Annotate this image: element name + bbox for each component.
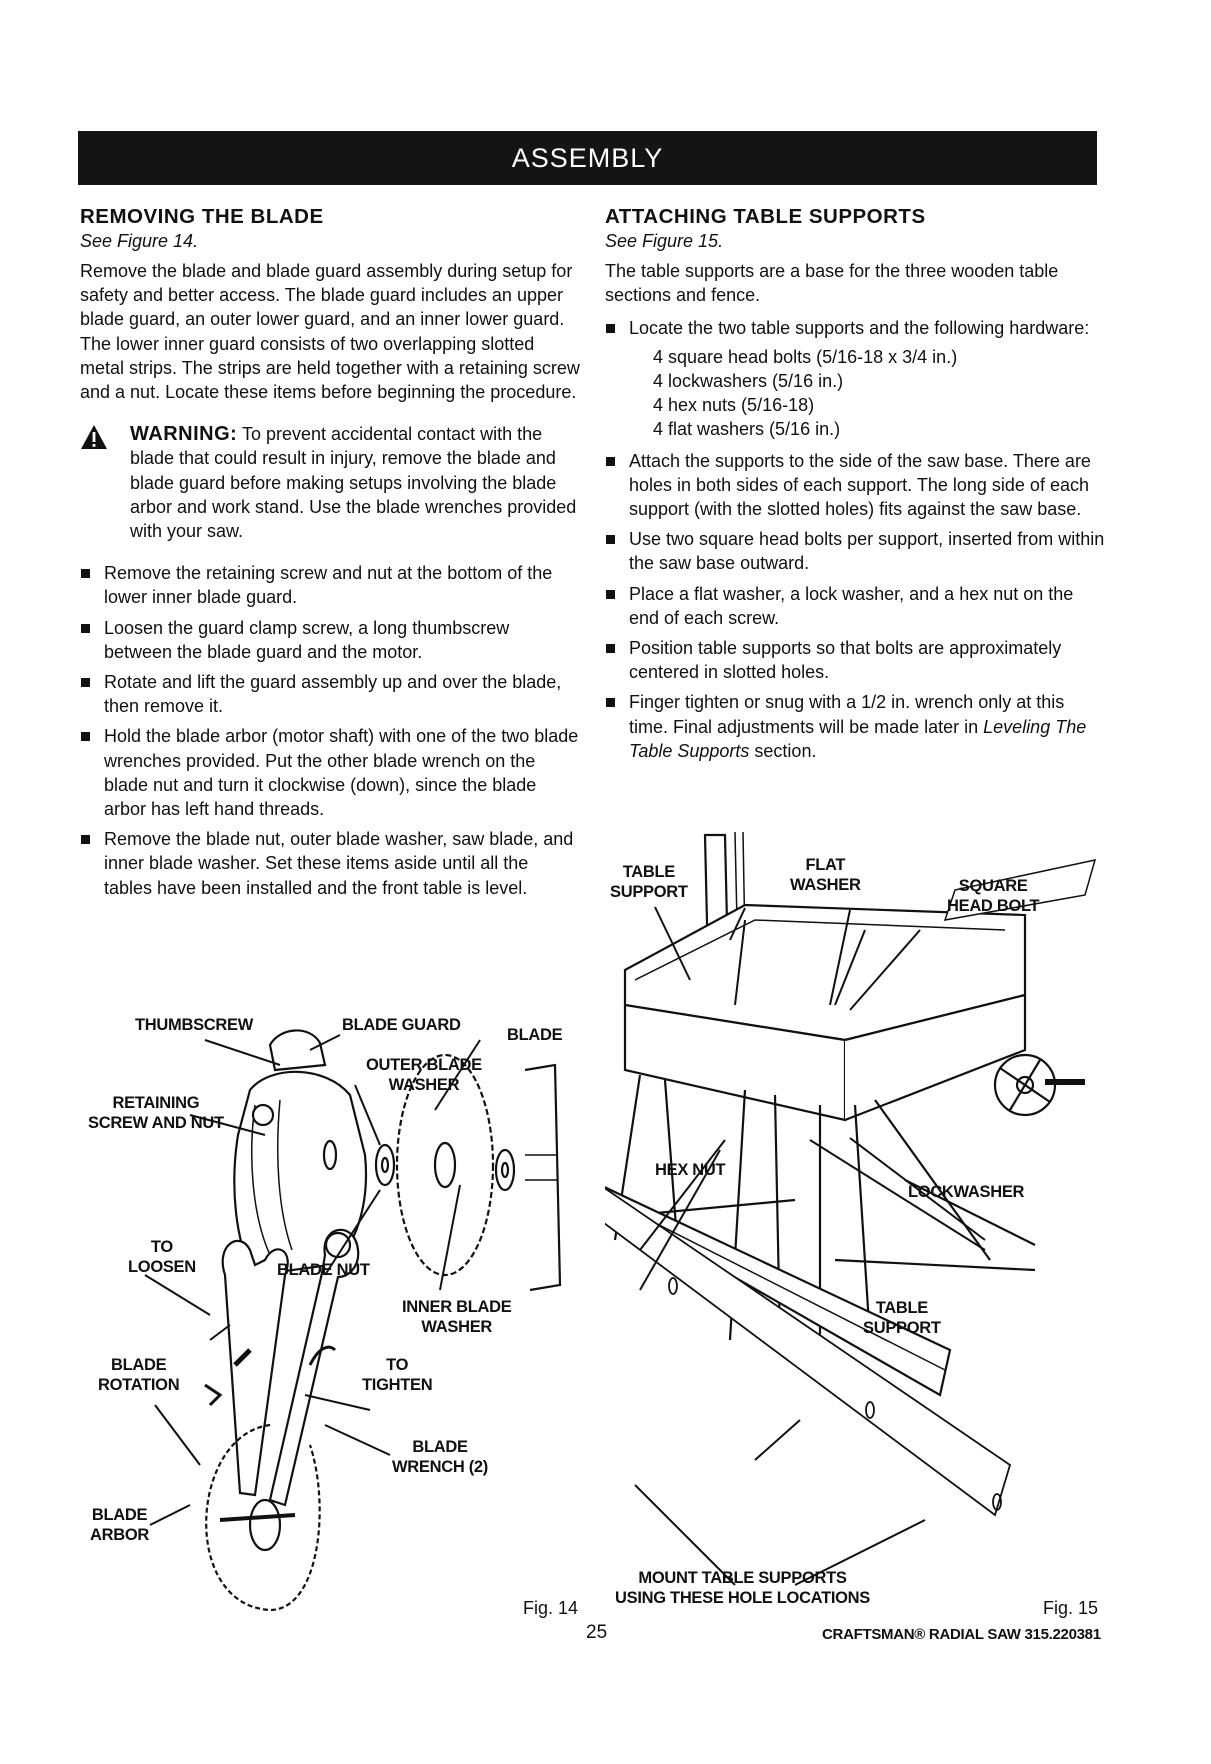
- warning-label: WARNING:: [130, 423, 238, 446]
- bullet-icon: [81, 678, 90, 688]
- callout-blade: BLADE: [507, 1026, 563, 1044]
- list-item: Rotate and lift the guard assembly up an…: [80, 670, 580, 718]
- warning-box: WARNING: To prevent accidental contact w…: [80, 422, 580, 543]
- list-item: Position table supports so that bolts ar…: [605, 636, 1105, 684]
- figure-reference: See Figure 14.: [80, 231, 199, 251]
- table-supports-section: ATTACHING TABLE SUPPORTS See Figure 15. …: [605, 205, 1105, 769]
- list-item: Locate the two table supports and the fo…: [605, 316, 1105, 440]
- bullet-icon: [606, 644, 615, 654]
- callout-thumbscrew: THUMBSCREW: [135, 1016, 253, 1034]
- callout-outer-washer: OUTER BLADE WASHER: [366, 1056, 482, 1094]
- bullet-icon: [606, 698, 615, 708]
- hardware-item: 4 lockwashers (5/16 in.): [653, 370, 844, 391]
- callout-retaining-screw: RETAINING SCREW AND NUT: [88, 1094, 224, 1132]
- section-heading: ATTACHING TABLE SUPPORTS: [605, 205, 926, 228]
- hardware-item: 4 flat washers (5/16 in.): [653, 418, 841, 439]
- removal-steps: Remove the retaining screw and nut at th…: [80, 561, 580, 900]
- hardware-item: 4 hex nuts (5/16-18): [653, 394, 815, 415]
- hardware-list: 4 square head bolts (5/16-18 x 3/4 in.) …: [629, 345, 1105, 441]
- warning-triangle-icon: [81, 425, 107, 450]
- callout-to-loosen: TO LOOSEN: [128, 1238, 196, 1276]
- page-number: 25: [586, 1622, 608, 1643]
- figure-14: THUMBSCREW BLADE GUARD BLADE OUTER BLADE…: [80, 1005, 580, 1625]
- bullet-icon: [81, 732, 90, 742]
- table-support-bar: [605, 1186, 952, 1397]
- section-banner: ASSEMBLY: [78, 131, 1097, 185]
- list-item: Loosen the guard clamp screw, a long thu…: [80, 616, 580, 664]
- hardware-item: 4 square head bolts (5/16-18 x 3/4 in.): [653, 346, 958, 367]
- list-item: Use two square head bolts per support, i…: [605, 527, 1105, 575]
- callout-blade-guard: BLADE GUARD: [342, 1016, 461, 1034]
- bullet-icon: [606, 535, 615, 545]
- table-supports-illustration: [605, 831, 1097, 1586]
- callout-blade-wrench: BLADE WRENCH (2): [392, 1438, 488, 1476]
- blade-assembly-illustration: [144, 1029, 562, 1612]
- intro-paragraph: Remove the blade and blade guard assembl…: [80, 261, 580, 403]
- bullet-icon: [606, 456, 615, 466]
- callout-blade-arbor: BLADE ARBOR: [90, 1506, 149, 1544]
- callout-square-head-bolt: SQUARE HEAD BOLT: [947, 877, 1040, 915]
- callout-hex-nut: HEX NUT: [655, 1161, 726, 1179]
- list-item: Remove the retaining screw and nut at th…: [80, 561, 580, 609]
- bullet-icon: [81, 569, 90, 579]
- list-item: Finger tighten or snug with a 1/2 in. wr…: [605, 690, 1105, 763]
- list-item: Attach the supports to the side of the s…: [605, 449, 1105, 522]
- callout-blade-rotation: BLADE ROTATION: [98, 1356, 180, 1394]
- bullet-icon: [81, 835, 90, 845]
- figure-15-label: Fig. 15: [1043, 1598, 1099, 1618]
- callout-flat-washer: FLAT WASHER: [790, 856, 861, 894]
- brand-model-footer: CRAFTSMAN® RADIAL SAW 315.220381: [822, 1626, 1101, 1643]
- callout-lockwasher: LOCKWASHER: [908, 1183, 1025, 1201]
- saw-blade-shape: [395, 1053, 495, 1277]
- bullet-icon: [81, 623, 90, 633]
- list-item: Place a flat washer, a lock washer, and …: [605, 582, 1105, 630]
- list-item: Hold the blade arbor (motor shaft) with …: [80, 724, 580, 821]
- bullet-icon: [606, 589, 615, 599]
- outer-washer-shape: [374, 1143, 396, 1187]
- intro-paragraph: The table supports are a base for the th…: [605, 261, 1059, 306]
- callout-blade-nut: BLADE NUT: [277, 1261, 370, 1279]
- table-support-bar-lower: [605, 1187, 1012, 1517]
- callout-inner-washer: INNER BLADE WASHER: [402, 1298, 512, 1336]
- list-item: Remove the blade nut, outer blade washer…: [80, 827, 580, 900]
- callout-to-tighten: TO TIGHTEN: [362, 1356, 433, 1394]
- removing-blade-section: REMOVING THE BLADE See Figure 14. Remove…: [80, 205, 580, 906]
- bullet-icon: [606, 324, 615, 334]
- section-heading: REMOVING THE BLADE: [80, 205, 324, 228]
- figure-reference: See Figure 15.: [605, 231, 724, 251]
- callout-table-support-bottom: TABLE SUPPORT: [863, 1299, 941, 1337]
- figure-14-label: Fig. 14: [523, 1598, 579, 1618]
- callout-mount-locations: MOUNT TABLE SUPPORTS USING THESE HOLE LO…: [615, 1569, 870, 1607]
- figure-15: TABLE SUPPORT FLAT WASHER SQUARE HEAD BO…: [605, 820, 1105, 1620]
- callout-table-support: TABLE SUPPORT: [610, 863, 688, 901]
- warning-text: To prevent accidental contact with the b…: [130, 424, 577, 542]
- support-steps: Locate the two table supports and the fo…: [605, 316, 1105, 763]
- wrench-shape: [221, 1239, 289, 1497]
- section-reference: Leveling The Table Supports: [629, 716, 1087, 761]
